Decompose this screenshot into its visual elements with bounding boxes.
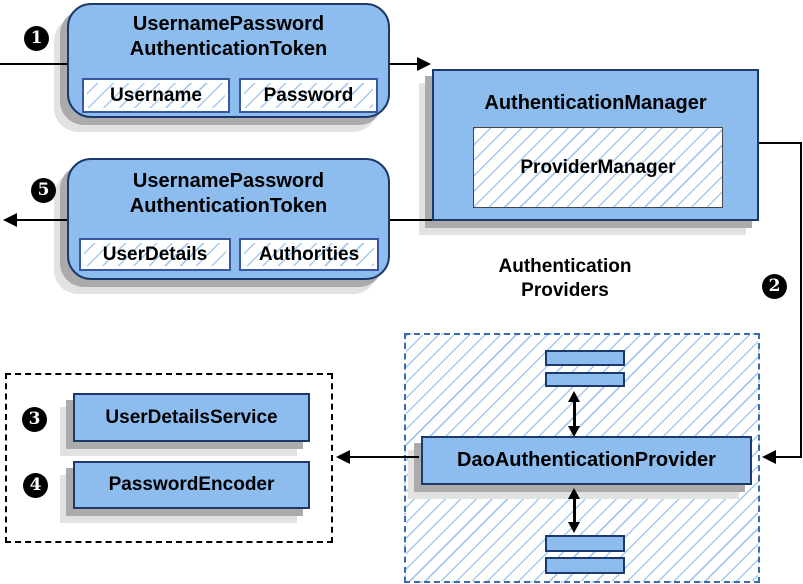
step2-badge: 2 [762,274,787,299]
userdetails-field-box: UserDetails [79,238,231,271]
bidirectional-arrow-bottom-line [573,497,576,524]
bidirectional-arrow-top-up [568,391,580,402]
step5-badge: 5 [31,178,56,203]
manager-right-connector-bottom [776,456,802,458]
arrowhead-dao-to-dependencies [336,450,350,464]
manager-right-connector-top [759,142,802,144]
arrowhead-into-providers [762,450,776,464]
request-token-title: UsernamePassword AuthenticationToken [69,5,388,62]
providers-label-line2: Providers [521,280,609,301]
provider-placeholder-bar [545,372,625,387]
flow-line-step5 [16,219,67,221]
step1-badge: 1 [24,26,49,51]
password-encoder-box: PasswordEncoder [73,461,310,509]
request-token-title-line2: AuthenticationToken [129,38,328,60]
user-details-service-box: UserDetailsService [73,393,310,442]
arrow-line-to-manager [390,63,419,65]
authentication-providers-label: Authentication Providers [440,255,690,303]
bidirectional-arrow-top-down [568,426,580,437]
step3-badge: 3 [22,407,47,432]
bidirectional-arrow-bottom-down [568,522,580,533]
bidirectional-arrow-top-line [573,400,576,428]
providers-label-line1: Authentication [498,256,632,277]
flow-line-step1 [0,63,67,65]
request-token-title-line1: UsernamePassword [132,13,325,35]
response-token-title: UsernamePassword AuthenticationToken [69,160,388,219]
manager-right-connector-vertical [800,142,802,458]
authentication-manager-title: AuthenticationManager [484,92,707,114]
step4-badge: 4 [23,473,48,498]
dao-authentication-provider-box: DaoAuthenticationProvider [421,436,752,485]
authorities-field-box: Authorities [239,238,379,271]
provider-placeholder-bar [545,535,625,552]
response-token-title-line1: UsernamePassword [132,170,325,192]
username-field-box: Username [82,78,230,113]
authentication-providers-group-box: DaoAuthenticationProvider [404,333,760,583]
arrowhead-to-manager [417,57,431,71]
return-line-manager-to-token [390,219,432,221]
arrowhead-step5-out [3,213,17,227]
dependencies-group-box [5,373,333,543]
provider-placeholder-bar [545,350,625,366]
arrow-line-dao-to-dependencies [350,456,419,458]
request-token-box: UsernamePassword AuthenticationToken Use… [67,3,390,118]
response-token-title-line2: AuthenticationToken [129,195,328,217]
response-token-box: UsernamePassword AuthenticationToken Use… [67,158,390,280]
authentication-manager-box: AuthenticationManager ProviderManager [432,69,759,221]
provider-placeholder-bar [545,557,625,574]
bidirectional-arrow-bottom-up [568,488,580,499]
password-field-box: Password [239,78,378,113]
provider-manager-box: ProviderManager [473,127,723,208]
